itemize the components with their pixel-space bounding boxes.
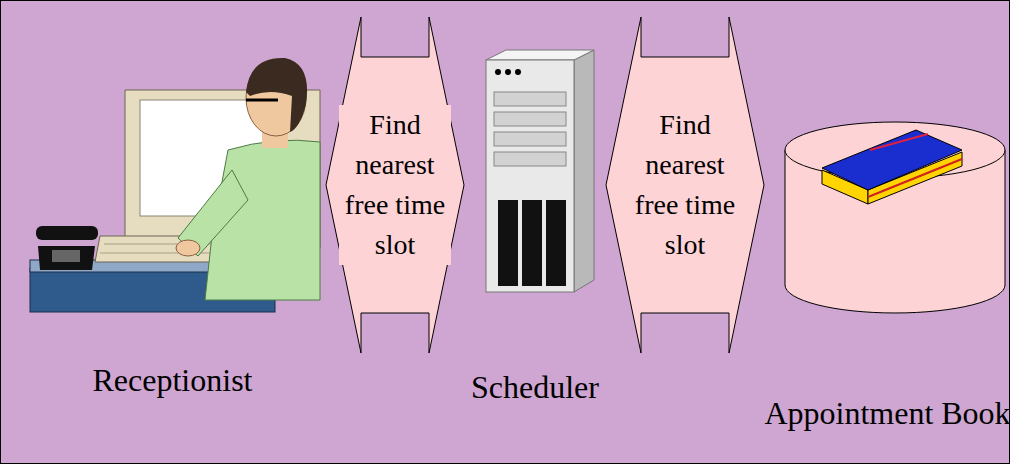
labelled-figure: Scheduler [464,45,606,407]
server-front [486,60,574,292]
drive-bay [494,92,566,106]
person-glasses [246,99,278,102]
phone-handset [36,226,98,240]
bay-slot [546,200,566,286]
arrow-label: Find nearest free time slot [339,105,451,265]
server-light [515,69,521,75]
appointment-book-illustration [785,122,1005,313]
drive-bay [494,112,566,126]
bay-slot [522,200,542,286]
figure-label: Appointment Book [764,393,1010,433]
book-cover [822,130,962,190]
server-illustration [486,50,594,292]
drive-bay [494,132,566,146]
book-ribbon [870,134,928,150]
server-side [574,50,594,292]
receptionist-illustration [30,58,320,312]
block-arrow [606,17,764,353]
figure-label: Scheduler [464,367,606,407]
block-arrow [326,17,464,353]
figure-label: Receptionist [19,360,326,400]
bay-slot [498,200,518,286]
labelled-figure: Receptionist [19,55,326,400]
arrow-label: Find nearest free time slot [629,105,741,265]
phone-keypad [52,250,80,262]
person-hand [176,240,200,256]
phone-base [38,246,95,270]
person-hair [246,58,307,132]
labelled-figure: Appointment Book [764,115,1010,433]
server-light [495,69,501,75]
server-top [486,50,594,60]
drive-bay [494,152,566,166]
server-light [505,69,511,75]
